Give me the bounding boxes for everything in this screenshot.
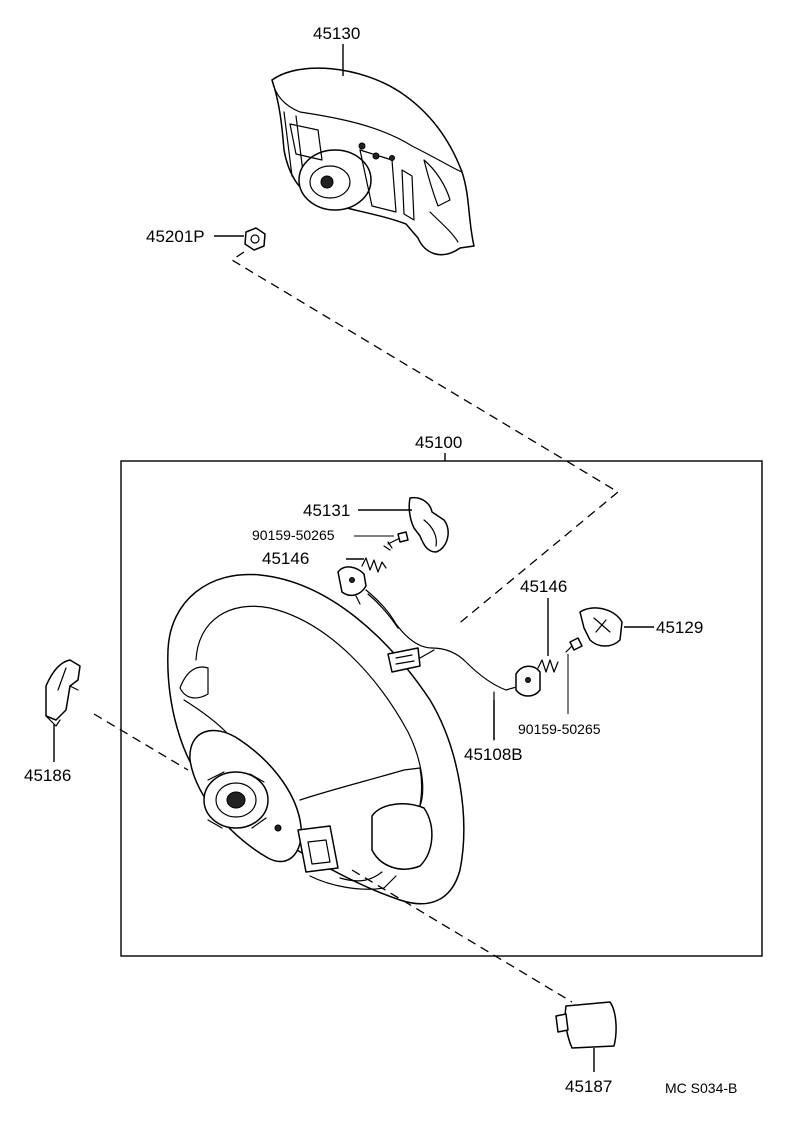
install-line-nut <box>230 251 620 627</box>
switch-cover-right <box>579 607 623 647</box>
part-label-45129: 45129 <box>656 618 703 637</box>
airbag-pad-assembly <box>271 67 475 256</box>
screw-upper <box>383 531 409 551</box>
part-label-spring-left: 45146 <box>262 549 309 568</box>
install-line-45186 <box>93 713 189 771</box>
part-label-screw-lower: 90159-50265 <box>518 721 601 737</box>
part-label-45201P: 45201P <box>146 227 205 246</box>
assembly-box-45100 <box>120 460 763 957</box>
part-label-spring-right: 45146 <box>520 577 567 596</box>
spring-right <box>537 659 559 673</box>
switch-cover-left <box>408 496 449 553</box>
part-label-45100: 45100 <box>415 433 462 452</box>
part-label-45130: 45130 <box>313 24 360 43</box>
spring-left <box>361 557 387 573</box>
steering-wheel <box>167 573 465 905</box>
part-label-45131: 45131 <box>303 501 350 520</box>
part-label-45108B: 45108B <box>464 745 523 764</box>
install-line-45187 <box>351 869 573 1003</box>
lower-cover-bottom <box>555 1001 617 1049</box>
nut-part <box>244 227 266 251</box>
lower-cover-left <box>45 659 81 727</box>
screw-lower <box>565 637 583 653</box>
reference-code: MC S034-B <box>665 1080 737 1096</box>
part-label-45187: 45187 <box>565 1077 612 1096</box>
part-label-screw-upper: 90159-50265 <box>252 527 335 543</box>
part-label-45186: 45186 <box>24 766 71 785</box>
